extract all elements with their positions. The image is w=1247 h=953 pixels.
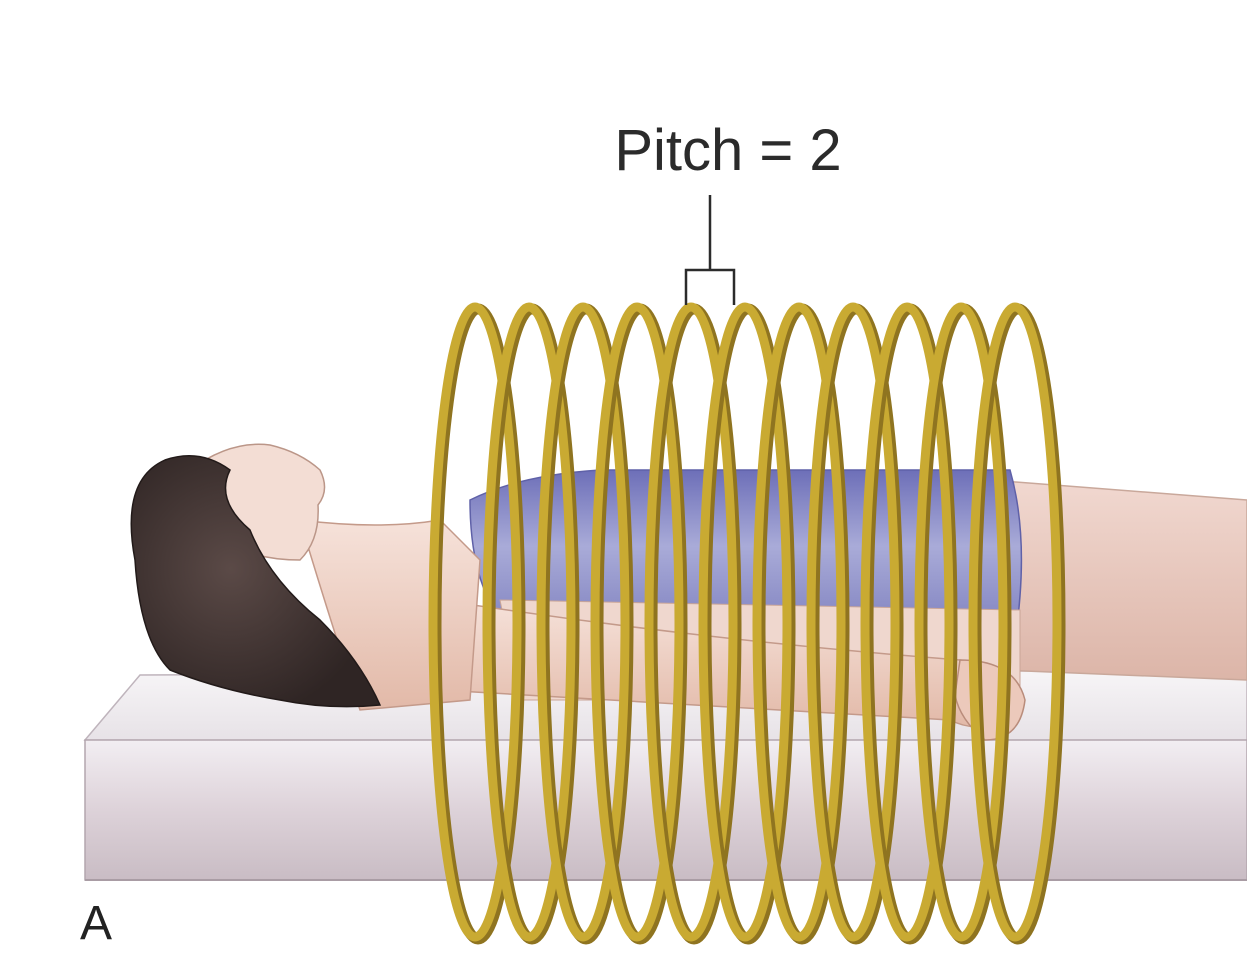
panel-letter: A [80,900,112,948]
patient-legs [990,480,1247,680]
pitch-bracket [686,270,734,305]
pitch-label: Pitch = 2 [614,118,841,183]
pitch-indicator: Pitch = 2 [614,118,841,305]
